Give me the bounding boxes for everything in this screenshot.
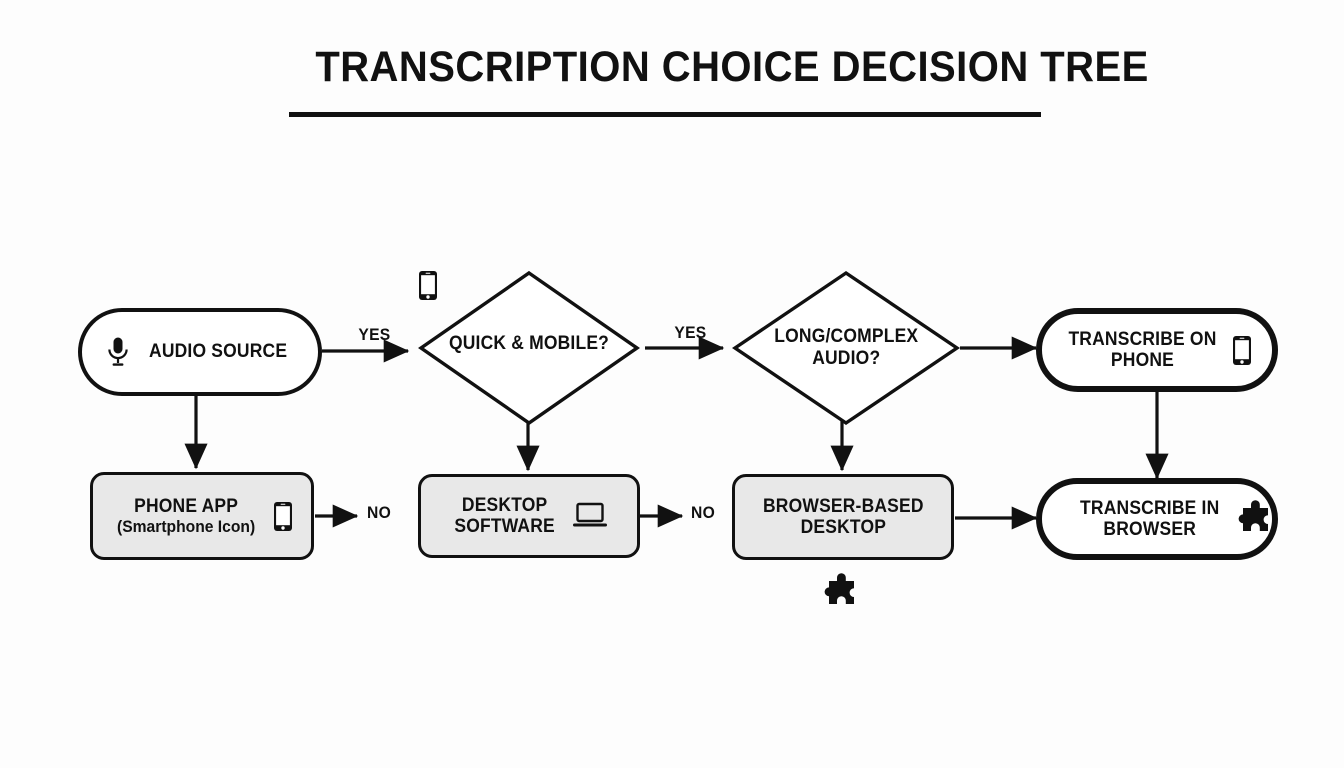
puzzle-piece-icon <box>1236 498 1276 536</box>
node-audio-source-label: AUDIO SOURCE <box>148 341 288 363</box>
node-desktop-software-label-line1: DESKTOP <box>462 494 548 516</box>
smartphone-icon <box>273 501 293 532</box>
node-phone-app-label-line2: (Smartphone Icon) <box>116 517 256 537</box>
edge-label-no-1: NO <box>367 503 392 522</box>
edge-label-yes-2: YES <box>674 323 707 342</box>
node-phone-app-label-line1: PHONE APP <box>134 495 238 517</box>
laptop-icon <box>572 502 608 530</box>
node-long-complex-audio[interactable]: LONG/COMPLEX AUDIO? <box>732 270 960 426</box>
node-quick-and-mobile[interactable]: QUICK & MOBILE? <box>418 270 640 426</box>
puzzle-piece-icon <box>822 571 862 611</box>
title-underline-rule <box>289 112 1041 117</box>
node-quick-and-mobile-label: QUICK & MOBILE? <box>448 333 610 355</box>
node-desktop-software-label-line2: SOFTWARE <box>454 516 556 537</box>
node-browser-based-desktop[interactable]: BROWSER-BASED DESKTOP <box>732 474 954 560</box>
edge-label-no-2: NO <box>691 503 716 522</box>
node-audio-source[interactable]: AUDIO SOURCE <box>78 308 322 396</box>
node-transcribe-on-phone-label-line2: PHONE <box>1110 350 1174 371</box>
node-phone-app[interactable]: PHONE APP (Smartphone Icon) <box>90 472 314 560</box>
node-long-complex-audio-label-line2: AUDIO? <box>811 348 881 369</box>
node-desktop-software[interactable]: DESKTOP SOFTWARE <box>418 474 640 558</box>
node-transcribe-on-phone[interactable]: TRANSCRIBE ON PHONE <box>1036 308 1278 392</box>
node-transcribe-in-browser[interactable]: TRANSCRIBE IN BROWSER <box>1036 478 1278 560</box>
page-title: TRANSCRIPTION CHOICE DECISION TREE <box>315 43 1149 91</box>
node-transcribe-in-browser-label-line2: BROWSER <box>1103 519 1197 540</box>
node-browser-based-desktop-label-line1: BROWSER-BASED <box>762 495 924 517</box>
node-transcribe-on-phone-label-line1: TRANSCRIBE ON <box>1067 328 1217 350</box>
microphone-icon <box>107 337 129 367</box>
edge-label-yes-1: YES <box>358 325 391 344</box>
title-block: TRANSCRIPTION CHOICE DECISION TREE <box>289 43 1149 117</box>
smartphone-icon <box>1232 335 1252 366</box>
node-long-complex-audio-label-line1: LONG/COMPLEX <box>773 326 918 348</box>
node-browser-based-desktop-label-line2: DESKTOP <box>800 517 886 538</box>
node-transcribe-in-browser-label-line1: TRANSCRIBE IN <box>1080 497 1220 519</box>
